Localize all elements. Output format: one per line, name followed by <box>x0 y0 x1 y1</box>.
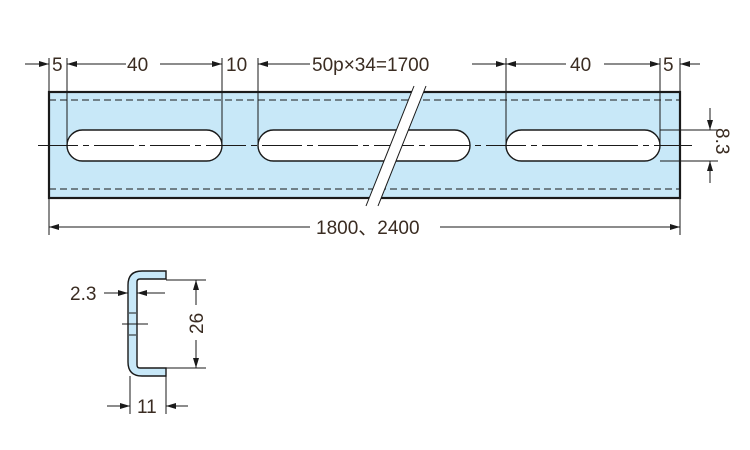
dim-pitch: 50p×34=1700 <box>312 55 429 76</box>
dim-slot-left: 40 <box>127 55 148 76</box>
break-line <box>365 85 415 207</box>
top-dimensions: 5 40 10 50p×34=1700 40 5 8.3 1800、2400 <box>25 55 732 239</box>
dim-thickness: 2.3 <box>70 284 96 305</box>
dim-length: 1800、2400 <box>316 218 420 239</box>
break-line <box>377 85 427 207</box>
dim-slot-right: 40 <box>570 55 591 76</box>
rail-top-view <box>38 85 692 207</box>
dim-end-right: 5 <box>663 55 674 76</box>
dim-slot-width: 8.3 <box>711 128 732 154</box>
dim-flange: 11 <box>137 397 157 418</box>
dim-gap: 10 <box>226 55 247 76</box>
dim-height: 26 <box>187 313 208 334</box>
rail-section-view: 2.3 26 11 <box>70 270 208 418</box>
break-gap <box>366 86 426 206</box>
dim-end-left: 5 <box>52 55 63 76</box>
